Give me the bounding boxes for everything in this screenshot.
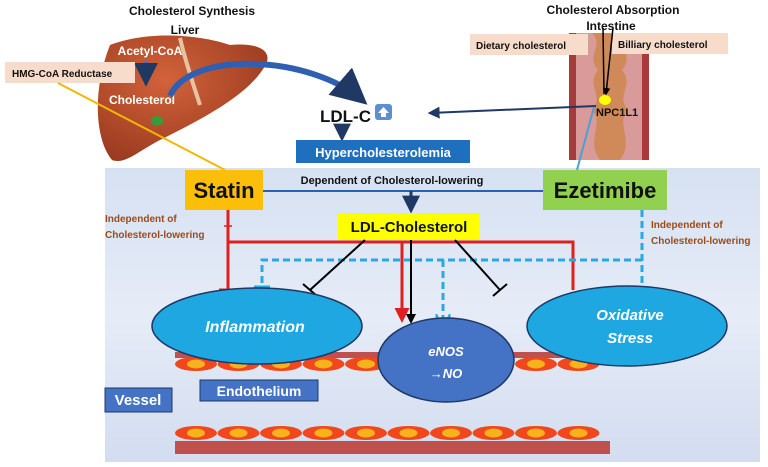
inflammation-ellipse bbox=[151, 287, 363, 365]
cell-nucleus bbox=[442, 428, 460, 438]
biliary-box bbox=[612, 33, 728, 54]
ezetimibe-box bbox=[543, 170, 667, 210]
ezetimibe-pleiotropic-path bbox=[260, 210, 644, 326]
liver-label: Liver bbox=[171, 23, 200, 37]
cell-nucleus bbox=[272, 428, 290, 438]
cholesterol-label: Cholesterol bbox=[109, 93, 175, 107]
cell-nucleus bbox=[314, 359, 333, 369]
absorption-arrows bbox=[603, 27, 614, 94]
independent-left-line2: Cholesterol-lowering bbox=[105, 230, 204, 241]
ldl-effect-path bbox=[302, 239, 508, 324]
cell-nucleus bbox=[314, 428, 333, 438]
statin-box bbox=[185, 170, 263, 210]
vessel-label: Vessel bbox=[115, 392, 162, 409]
cell-nucleus bbox=[187, 359, 205, 369]
npc1l1-to-ldl-arrow bbox=[427, 105, 597, 119]
ldl-cholesterol-box bbox=[338, 213, 480, 240]
independent-right-line2: Cholesterol-lowering bbox=[651, 236, 750, 247]
absorption-title: Cholesterol Absorption bbox=[547, 3, 680, 17]
ezetimibe-label: Ezetimibe bbox=[554, 178, 657, 203]
cell-nucleus bbox=[229, 428, 248, 438]
hmg-coa-label: HMG-CoA Reductase bbox=[12, 69, 113, 80]
dietary-label: Dietary cholesterol bbox=[476, 41, 566, 52]
npc1l1-label: NPC1L1 bbox=[596, 107, 638, 119]
dietary-box bbox=[470, 34, 588, 55]
liver-to-ldl-arrow bbox=[167, 60, 368, 105]
enos-label-line1: eNOS bbox=[428, 344, 464, 359]
biliary-label: Billiary cholesterol bbox=[618, 40, 708, 51]
endothelium-box bbox=[199, 379, 319, 402]
hmg-coa-box bbox=[5, 62, 135, 83]
endothelium-cells-bottom bbox=[175, 426, 600, 440]
inflammation-label: Inflammation bbox=[205, 319, 305, 336]
dependent-label: Dependent of Cholesterol-lowering bbox=[301, 175, 484, 187]
npc1l1-dot bbox=[599, 95, 611, 105]
statin-to-hmg-line bbox=[57, 82, 226, 171]
independent-right-line1: Independent of bbox=[651, 220, 723, 231]
up-arrow-icon bbox=[375, 104, 392, 120]
statin-label: Statin bbox=[193, 178, 254, 203]
cell-nucleus bbox=[357, 359, 375, 369]
independent-left-line1: Independent of bbox=[105, 214, 177, 225]
enos-ellipse bbox=[377, 317, 515, 403]
cell-nucleus bbox=[484, 428, 503, 438]
enos-label-line2: →NO bbox=[430, 366, 463, 381]
synthesis-title: Cholesterol Synthesis bbox=[129, 4, 255, 18]
endothelium-label: Endothelium bbox=[217, 383, 302, 399]
statin-pleiotropic-path bbox=[219, 210, 575, 323]
cell-nucleus bbox=[187, 428, 205, 438]
intestine-label: Intestine bbox=[586, 19, 636, 33]
vessel-box bbox=[104, 387, 173, 413]
cell-nucleus bbox=[527, 359, 545, 369]
ldl-c-label: LDL-C bbox=[320, 107, 371, 126]
cell-nucleus bbox=[357, 428, 375, 438]
acetyl-coa-label: Acetyl-CoA bbox=[118, 44, 183, 58]
oxidative-stress-ellipse bbox=[526, 285, 728, 367]
oxidative-label-line1: Oxidative bbox=[596, 307, 664, 324]
hypercholesterolemia-box bbox=[296, 140, 470, 163]
hypercholesterolemia-label: Hypercholesterolemia bbox=[315, 145, 452, 160]
cell-nucleus bbox=[527, 428, 545, 438]
cell-nucleus bbox=[569, 428, 588, 438]
cell-nucleus bbox=[399, 428, 418, 438]
oxidative-label-line2: Stress bbox=[607, 330, 653, 347]
vessel-wall bbox=[175, 441, 610, 454]
ezetimibe-to-npc1l1-line bbox=[576, 106, 595, 171]
ldl-cholesterol-label: LDL-Cholesterol bbox=[351, 219, 468, 236]
